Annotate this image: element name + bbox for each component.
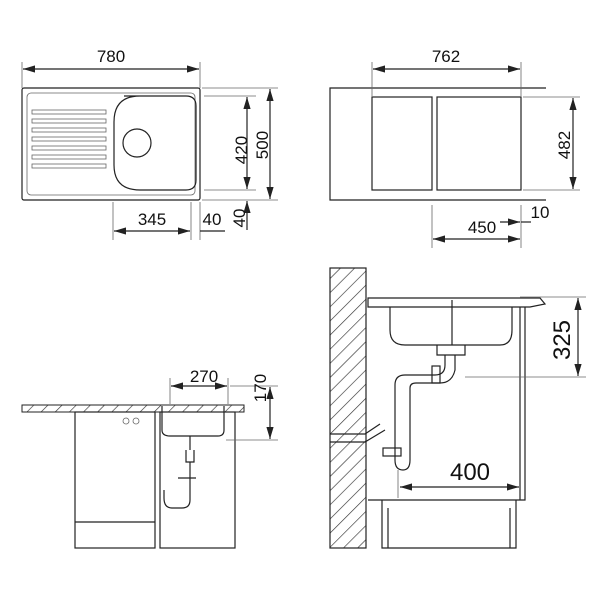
sink-plan-view: 780 420 500 40 345 40	[21, 47, 278, 240]
dim-cutout-width: 762	[432, 47, 460, 66]
drain-icon	[122, 128, 152, 158]
cabinet-door	[74, 411, 156, 549]
side-trap	[394, 345, 466, 471]
dim-side-depth: 325	[549, 320, 576, 360]
cutout-view: 762 482 450 10	[329, 47, 580, 248]
cutout-right	[436, 96, 522, 191]
dim-front-bowl-height: 170	[251, 374, 270, 402]
drainboard-ribs	[31, 109, 107, 169]
dim-width: 780	[97, 47, 125, 66]
cutout-left	[371, 96, 433, 191]
dim-cabinet-min: 450	[468, 218, 496, 237]
front-section-view: 270 170	[21, 367, 278, 549]
front-trap	[163, 436, 196, 509]
dim-bowl-width: 345	[138, 210, 166, 229]
dim-front-bowl-width: 270	[190, 367, 218, 386]
dim-cutout-depth: 482	[555, 131, 574, 159]
dim-edge-bottom: 40	[230, 209, 249, 228]
dim-bowl-depth: 420	[232, 136, 251, 164]
cabinet-side	[159, 411, 236, 549]
wall-outlet	[330, 423, 386, 443]
sink-outline	[21, 87, 201, 201]
dim-cabinet-width: 400	[450, 459, 490, 486]
sink-bowl	[113, 95, 197, 191]
dim-depth: 500	[253, 131, 272, 159]
front-bowl	[161, 406, 225, 437]
dim-edge-right: 40	[203, 210, 222, 229]
dim-offset: 10	[531, 203, 550, 222]
side-bowl	[389, 307, 513, 346]
wall	[329, 267, 367, 549]
side-section-view: 400 325	[329, 267, 586, 549]
